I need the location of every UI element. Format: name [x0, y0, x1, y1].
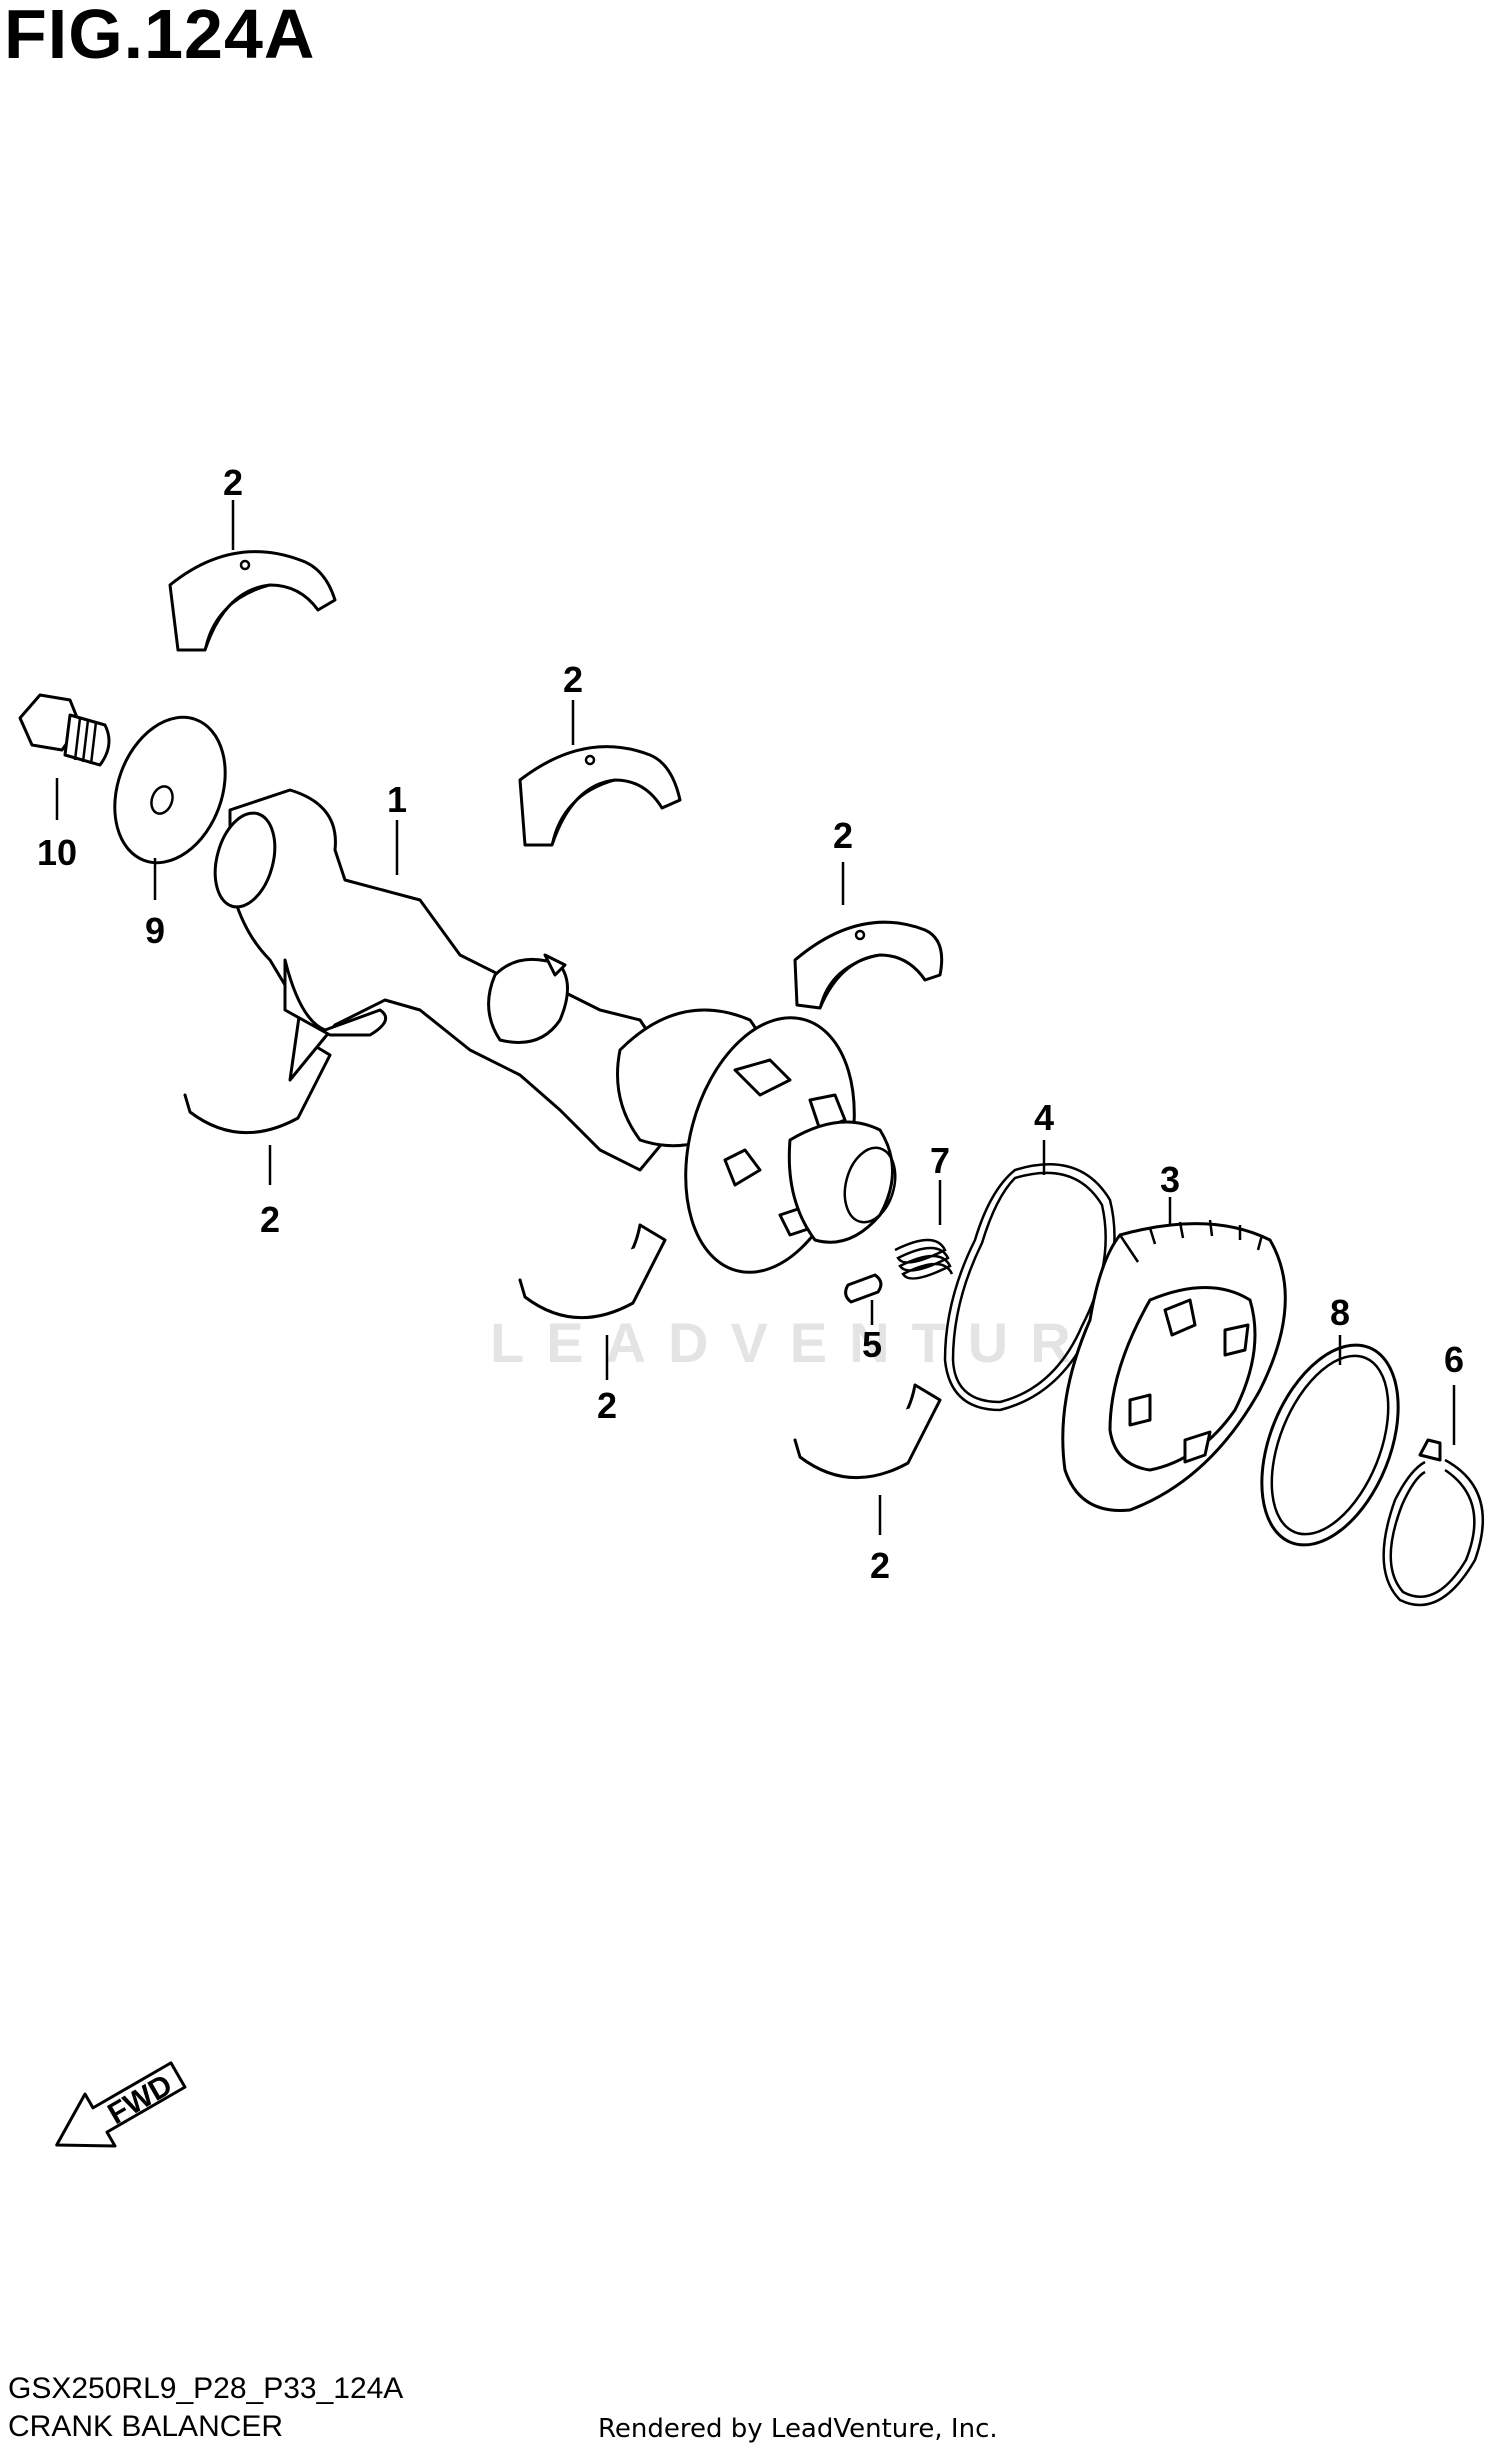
callout-5: 5: [862, 1324, 882, 1365]
balancer-gear-part-3[interactable]: [1061, 1219, 1287, 1512]
bearing-shell-right[interactable]: [793, 920, 944, 1010]
bearing-shell-lower-mid[interactable]: [518, 1223, 667, 1320]
figure-title: FIG.124A: [4, 0, 316, 73]
callout-4: 4: [1034, 1097, 1054, 1138]
fwd-label: FWD: [102, 2068, 178, 2131]
callout-8: 8: [1330, 1292, 1350, 1333]
callout-10: 10: [37, 832, 77, 873]
callout-1: 1: [387, 779, 407, 820]
snap-ring-part-6[interactable]: [1382, 1438, 1485, 1607]
callout-2-lower-mid: 2: [597, 1385, 617, 1426]
spring-part-7[interactable]: [894, 1238, 954, 1280]
callout-3: 3: [1160, 1159, 1180, 1200]
callout-2-top: 2: [223, 462, 243, 503]
bearing-shell-mid[interactable]: [518, 745, 682, 847]
balancer-hub[interactable]: [659, 999, 903, 1292]
callout-9: 9: [145, 910, 165, 951]
callout-2-lower-right: 2: [870, 1545, 890, 1586]
figure-name: CRANK BALANCER: [8, 2410, 284, 2443]
pin-part-5[interactable]: [844, 1273, 883, 1304]
balancer-shaft-part-1[interactable]: [206, 788, 767, 1172]
callout-2-lower-left: 2: [260, 1199, 280, 1240]
watermark: LEADVENTURE: [490, 1311, 1153, 1374]
callout-2-mid: 2: [563, 659, 583, 700]
bearing-shell-top[interactable]: [168, 550, 337, 652]
figure-code: GSX250RL9_P28_P33_124A: [8, 2372, 404, 2405]
bearing-shell-lower-right[interactable]: [793, 1383, 942, 1480]
bolt-part-10[interactable]: [18, 693, 111, 767]
washer-part-8[interactable]: [1235, 1325, 1425, 1565]
o-ring-part-4[interactable]: [943, 1163, 1116, 1412]
callout-6: 6: [1444, 1339, 1464, 1380]
washer-part-9[interactable]: [95, 702, 244, 879]
callout-7: 7: [930, 1140, 950, 1181]
render-credit: Rendered by LeadVenture, Inc.: [598, 2414, 998, 2444]
fwd-arrow-icon: FWD: [55, 2061, 187, 2148]
callout-2-right: 2: [833, 815, 853, 856]
